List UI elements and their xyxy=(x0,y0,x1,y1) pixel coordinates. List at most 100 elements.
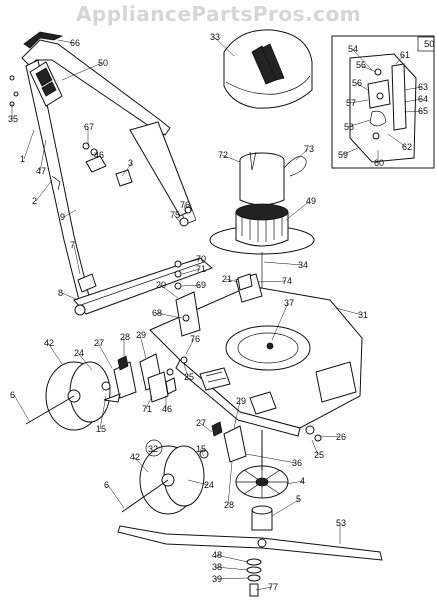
callout-leader xyxy=(181,268,201,275)
callout-leader xyxy=(199,448,205,457)
callout-leader xyxy=(271,498,301,517)
handle-clips xyxy=(9,75,133,293)
callout-leader xyxy=(387,133,407,148)
callout-35: 35 xyxy=(8,104,18,124)
callout-48: 48 xyxy=(212,550,249,563)
callout-number: 54 xyxy=(348,44,358,54)
callout-42: 42 xyxy=(44,338,63,365)
callout-leader xyxy=(139,334,147,359)
callout-46: 46 xyxy=(93,150,104,160)
callout-28: 28 xyxy=(224,461,234,510)
fan xyxy=(235,465,289,499)
callout-leader xyxy=(155,312,183,319)
callout-circle xyxy=(145,439,163,457)
callout-number: 59 xyxy=(338,150,348,160)
callout-32: 32 xyxy=(145,439,163,457)
callout-75: 75 xyxy=(170,210,181,223)
callout-42: 42 xyxy=(130,452,149,473)
blade-adapter xyxy=(251,505,273,531)
callout-number: 28 xyxy=(120,332,130,342)
callout-number: 69 xyxy=(196,280,206,290)
callout-number: 15 xyxy=(196,444,206,454)
callout-58: 58 xyxy=(344,119,371,132)
callout-number: 33 xyxy=(210,32,220,42)
callout-leader xyxy=(199,422,213,433)
callout-leader xyxy=(181,258,201,265)
inset-switch-box xyxy=(331,35,435,169)
callout-leader xyxy=(23,129,35,160)
callout-29: 29 xyxy=(136,330,147,359)
callout-number: 27 xyxy=(196,418,206,428)
callout-61: 61 xyxy=(395,50,410,65)
callout-leader xyxy=(181,284,201,287)
callout-number: 70 xyxy=(196,254,206,264)
callout-number: 24 xyxy=(74,348,84,358)
part-callouts: 6650351476746329783372734976757071692021… xyxy=(8,32,428,592)
callout-number: 9 xyxy=(60,212,65,222)
callout-72: 72 xyxy=(218,150,241,163)
callout-6: 6 xyxy=(104,480,125,509)
callout-31: 31 xyxy=(335,307,368,320)
callout-77: 77 xyxy=(255,582,278,592)
callout-leader xyxy=(121,162,133,177)
callout-leader xyxy=(225,278,239,283)
callout-leader xyxy=(403,98,423,103)
callout-leader xyxy=(347,119,371,128)
callout-leader xyxy=(61,292,79,301)
callout-number: 55 xyxy=(356,60,366,70)
callout-34: 34 xyxy=(263,260,308,270)
callout-number: 65 xyxy=(418,106,428,116)
callout-number: 29 xyxy=(136,330,146,340)
callout-leader xyxy=(159,284,179,299)
callout-number: 25 xyxy=(314,450,324,460)
callout-number: 6 xyxy=(104,480,109,490)
callout-number: 71 xyxy=(142,404,152,414)
callout-leader xyxy=(395,54,405,65)
callout-15: 15 xyxy=(96,395,107,434)
callout-number: 2 xyxy=(32,196,37,206)
callout-25: 25 xyxy=(311,439,324,460)
callout-63: 63 xyxy=(403,82,428,92)
callout-66: 66 xyxy=(57,38,80,48)
callout-number: 38 xyxy=(212,562,222,572)
callout-number: 46 xyxy=(162,404,172,414)
callout-number: 21 xyxy=(222,274,232,284)
callout-leader xyxy=(39,139,47,172)
callout-number: 34 xyxy=(298,260,308,270)
callout-29: 29 xyxy=(233,396,246,429)
callout-leader xyxy=(257,280,287,283)
callout-49: 49 xyxy=(285,196,316,221)
callout-number: 64 xyxy=(418,94,428,104)
callout-leader xyxy=(185,338,195,355)
callout-8: 8 xyxy=(58,288,79,301)
callout-number: 60 xyxy=(374,158,384,168)
callout-leader xyxy=(355,82,369,91)
callout-38: 38 xyxy=(212,562,249,572)
callout-number: 5 xyxy=(296,494,301,504)
callout-leader xyxy=(403,86,423,91)
callout-36: 36 xyxy=(245,453,302,468)
callout-56: 56 xyxy=(352,78,369,91)
callout-number: 76 xyxy=(190,334,200,344)
callout-leader xyxy=(403,110,423,113)
callout-leader xyxy=(349,99,369,104)
callout-leader xyxy=(187,479,209,486)
callout-7: 7 xyxy=(70,240,81,275)
callout-number: 76 xyxy=(180,200,190,210)
callout-number: 1 xyxy=(20,154,25,164)
callout-68: 68 xyxy=(152,308,183,319)
callout-74: 74 xyxy=(257,276,292,286)
callout-67: 67 xyxy=(84,122,94,146)
callout-6: 6 xyxy=(10,390,31,423)
callout-leader xyxy=(183,204,187,213)
callout-number: 32 xyxy=(148,444,158,454)
callout-5: 5 xyxy=(271,494,301,517)
callout-leader xyxy=(215,566,249,571)
callout-number: 36 xyxy=(292,458,302,468)
callout-leader xyxy=(335,307,363,316)
callout-leader xyxy=(47,342,63,365)
callout-leader xyxy=(73,244,81,275)
callout-leader xyxy=(359,64,377,73)
callout-number: 6 xyxy=(10,390,15,400)
